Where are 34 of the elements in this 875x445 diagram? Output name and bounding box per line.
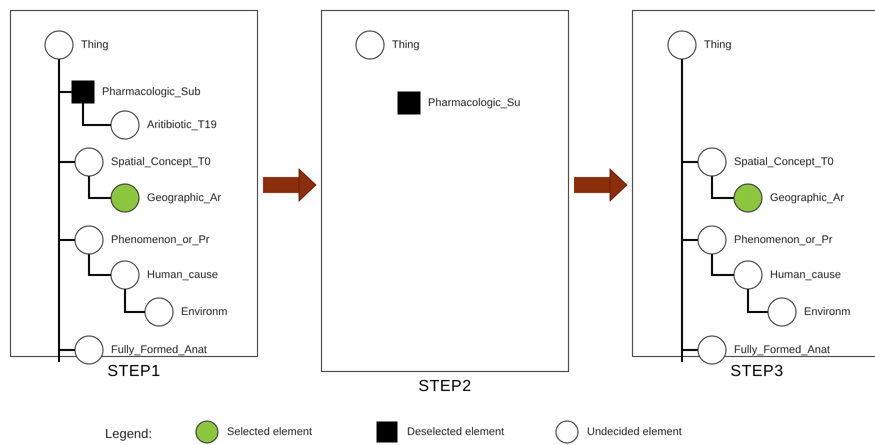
tree-connector (82, 103, 111, 126)
legend-label: Selected element (227, 425, 312, 439)
node-label: Phenomenon_or_Pr (111, 233, 210, 247)
node-label: Human_cause (147, 268, 218, 282)
node-label: Human_cause (770, 268, 841, 282)
node-label: Fully_Formed_Anat (111, 343, 207, 357)
node-label: Thing (704, 38, 732, 52)
node-label: Fully_Formed_Anat (734, 343, 830, 357)
step-title: STEP1 (106, 363, 162, 381)
node-label: Phenomenon_or_Pr (734, 233, 832, 247)
node-label: Thing (392, 38, 420, 52)
block-arrow (574, 168, 628, 202)
step-title: STEP3 (729, 363, 785, 381)
node-label: Spatial_Concept_T0 (111, 155, 211, 169)
node-label: Aritibiotic_T19 (147, 118, 217, 132)
tree-connector (88, 254, 111, 276)
block-arrow (263, 168, 316, 202)
node-label: Environm (181, 305, 228, 319)
tree-connector (747, 289, 768, 313)
tree-connector (88, 176, 111, 199)
node-label: Pharmacologic_Sub (102, 85, 200, 99)
tree-connector (124, 289, 145, 313)
node-label: Spatial_Concept_T0 (734, 155, 834, 169)
step-title: STEP2 (417, 378, 473, 396)
legend-label: Deselected element (407, 425, 504, 439)
tree-connector (711, 254, 734, 276)
legend-label: Undecided element (587, 425, 682, 439)
node-label: Pharmacologic_Su (428, 96, 520, 110)
node-label: Thing (81, 38, 109, 52)
node-label: Geographic_Ar (147, 191, 221, 205)
legend-heading: Legend: (105, 427, 152, 441)
node-label: Geographic_Ar (770, 191, 844, 205)
tree-connector (711, 176, 734, 199)
node-label: Environm (804, 305, 850, 319)
